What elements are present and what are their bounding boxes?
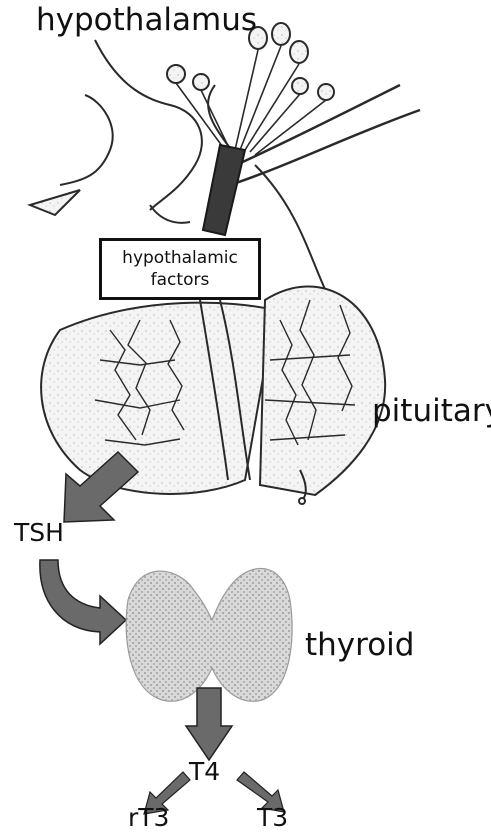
- thyroid-t4-arrow: [186, 688, 232, 760]
- hypothalamic-factors-box: hypothalamic factors: [99, 238, 261, 300]
- pituitary-illustration: [41, 286, 385, 504]
- thyroid-label: thyroid: [305, 627, 414, 663]
- rt3-label: rT3: [128, 803, 169, 832]
- tsh-label: TSH: [14, 518, 64, 547]
- hypothalamus-label: hypothalamus: [36, 2, 257, 38]
- factors-label-line2: factors: [151, 269, 210, 291]
- thyroid-gland-illustration: [126, 568, 292, 701]
- pituitary-label: pituitary: [372, 393, 491, 429]
- tsh-thyroid-arrow: [40, 560, 126, 644]
- factors-label-line1: hypothalamic: [122, 247, 238, 269]
- t3-label: T3: [257, 803, 288, 832]
- t4-label: T4: [189, 757, 220, 786]
